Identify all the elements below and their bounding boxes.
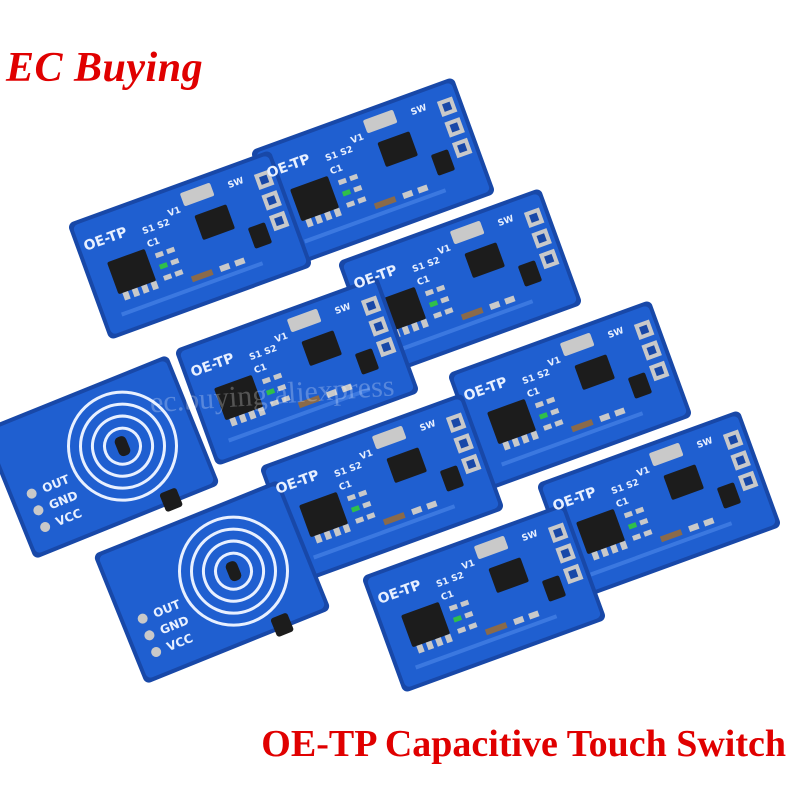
svg-text:S2: S2 bbox=[348, 461, 363, 475]
svg-text:C1: C1 bbox=[338, 479, 354, 493]
svg-text:S2: S2 bbox=[156, 218, 171, 232]
svg-text:S1: S1 bbox=[521, 373, 536, 387]
product-title: OE-TP Capacitive Touch Switch bbox=[261, 723, 786, 765]
svg-text:S2: S2 bbox=[426, 256, 441, 270]
svg-text:S2: S2 bbox=[450, 571, 465, 585]
svg-text:S1: S1 bbox=[435, 576, 450, 590]
svg-text:V1: V1 bbox=[636, 465, 652, 479]
svg-text:C1: C1 bbox=[526, 386, 542, 400]
svg-text:V1: V1 bbox=[437, 243, 453, 257]
svg-text:C1: C1 bbox=[416, 274, 432, 288]
svg-text:C1: C1 bbox=[146, 236, 162, 250]
svg-text:V1: V1 bbox=[461, 558, 477, 572]
svg-text:S1: S1 bbox=[610, 483, 625, 497]
svg-text:V1: V1 bbox=[167, 205, 183, 219]
svg-text:V1: V1 bbox=[359, 448, 375, 462]
svg-text:C1: C1 bbox=[253, 362, 269, 376]
svg-text:S2: S2 bbox=[625, 478, 640, 492]
svg-text:S2: S2 bbox=[339, 145, 354, 159]
svg-text:S1: S1 bbox=[411, 261, 426, 275]
svg-text:V1: V1 bbox=[274, 331, 290, 345]
svg-text:S1: S1 bbox=[248, 349, 263, 363]
svg-text:C1: C1 bbox=[615, 496, 631, 510]
svg-text:S2: S2 bbox=[263, 344, 278, 358]
svg-text:C1: C1 bbox=[329, 163, 345, 177]
svg-text:V1: V1 bbox=[547, 355, 563, 369]
svg-text:V1: V1 bbox=[350, 132, 366, 146]
svg-text:S1: S1 bbox=[141, 223, 156, 237]
svg-text:S1: S1 bbox=[333, 466, 348, 480]
svg-text:S2: S2 bbox=[536, 368, 551, 382]
svg-text:C1: C1 bbox=[440, 589, 456, 603]
svg-text:S1: S1 bbox=[324, 150, 339, 164]
brand-logo: EC Buying bbox=[6, 45, 204, 91]
